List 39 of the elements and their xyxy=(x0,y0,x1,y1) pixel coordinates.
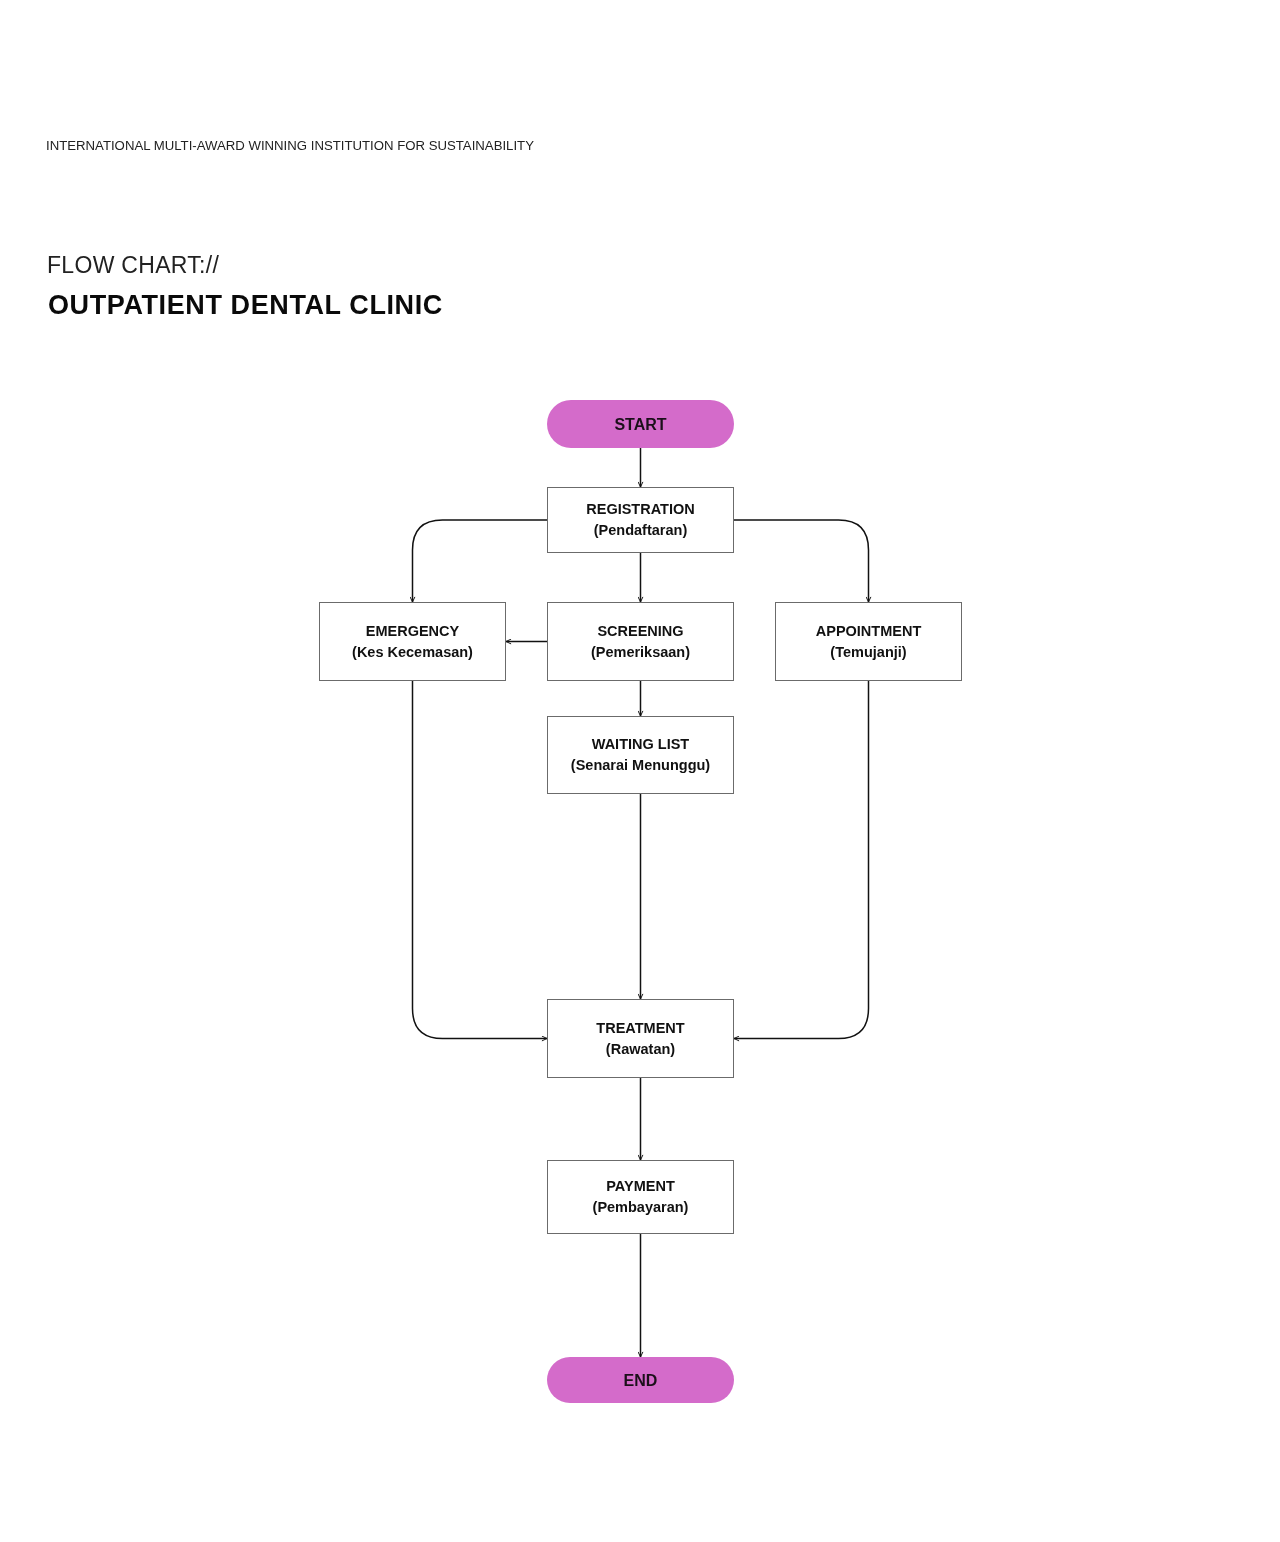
arrow xyxy=(505,638,548,645)
terminator-pill xyxy=(547,1357,734,1403)
step-subtitle: (Senarai Menunggu) xyxy=(570,756,711,775)
terminator-pill xyxy=(547,400,734,448)
step-title: TREATMENT xyxy=(596,1018,685,1038)
step-title: REGISTRATION xyxy=(586,500,695,519)
process-box xyxy=(547,602,734,681)
step-subtitle: (Kes Kecemasan) xyxy=(352,642,473,662)
arrow xyxy=(637,447,644,488)
process-box xyxy=(547,487,734,553)
arrow xyxy=(637,680,644,717)
arrow xyxy=(637,793,644,1000)
process-box xyxy=(547,999,734,1078)
step-subtitle: (Temujanji) xyxy=(830,642,907,662)
step-title: SCREENING xyxy=(597,621,684,641)
arrow xyxy=(733,680,870,1042)
process-box xyxy=(547,716,734,794)
process-box xyxy=(547,1160,734,1234)
arrow xyxy=(411,680,548,1042)
step-subtitle: (Pemeriksaan) xyxy=(590,642,691,662)
step-subtitle: (Rawatan) xyxy=(605,1039,676,1059)
arrow xyxy=(637,1233,644,1358)
terminal-label: START xyxy=(614,414,667,435)
arrow xyxy=(733,519,872,603)
step-title: PAYMENT xyxy=(606,1177,675,1196)
chart-title: OUTPATIENT DENTAL CLINIC xyxy=(48,290,443,321)
arrow xyxy=(409,519,548,603)
step-title: WAITING LIST xyxy=(591,735,690,754)
terminal-label: END xyxy=(623,1370,658,1391)
process-box xyxy=(319,602,506,681)
step-title: EMERGENCY xyxy=(365,621,460,641)
step-title: APPOINTMENT xyxy=(815,621,922,641)
step-subtitle: (Pembayaran) xyxy=(592,1198,689,1217)
arrow xyxy=(637,552,644,603)
chart-kicker: FLOW CHART:// xyxy=(47,252,220,279)
step-subtitle: (Pendaftaran) xyxy=(593,521,688,540)
tagline: INTERNATIONAL MULTI-AWARD WINNING INSTITUTION FOR SUSTAINABILITY xyxy=(46,138,534,153)
arrow xyxy=(637,1077,644,1161)
process-box xyxy=(775,602,962,681)
